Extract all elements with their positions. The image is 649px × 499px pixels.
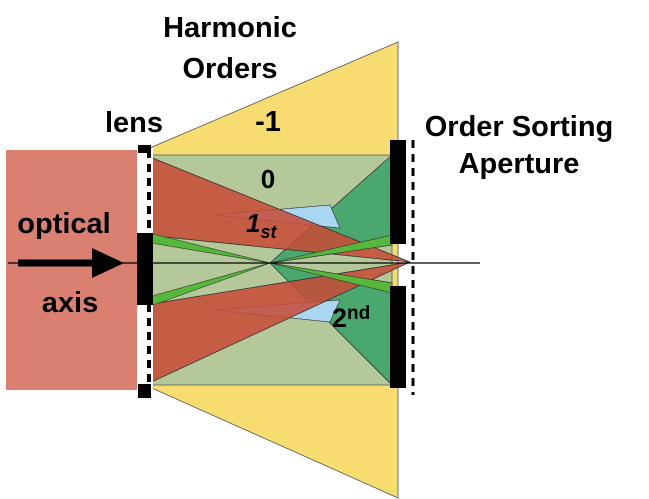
order-minus1-label: -1 — [255, 106, 281, 138]
lens-top-cap — [138, 145, 151, 153]
lens-bottom-cap — [138, 384, 151, 398]
harmonic-orders-title-line2: Orders — [182, 53, 277, 85]
optical-axis-arrow-head — [92, 248, 124, 278]
incoming-beam — [6, 150, 140, 390]
order-zero-label: 0 — [261, 164, 275, 194]
aperture-label-line2: Aperture — [459, 148, 580, 180]
lens-center-block — [137, 233, 153, 305]
harmonic-orders-title-line1: Harmonic — [163, 12, 297, 44]
order-first-superscript: st — [260, 222, 277, 242]
optical-label: optical — [17, 208, 110, 240]
aperture-label-line1: Order Sorting — [425, 111, 614, 143]
aperture-upper-blade — [390, 140, 406, 244]
axis-label: axis — [42, 287, 98, 319]
aperture-lower-blade — [390, 286, 406, 388]
order-second-superscript: nd — [347, 303, 370, 324]
order-first-label: 1st — [246, 208, 277, 242]
lens-label: lens — [105, 107, 163, 139]
order-second-label: 2nd — [332, 303, 370, 333]
